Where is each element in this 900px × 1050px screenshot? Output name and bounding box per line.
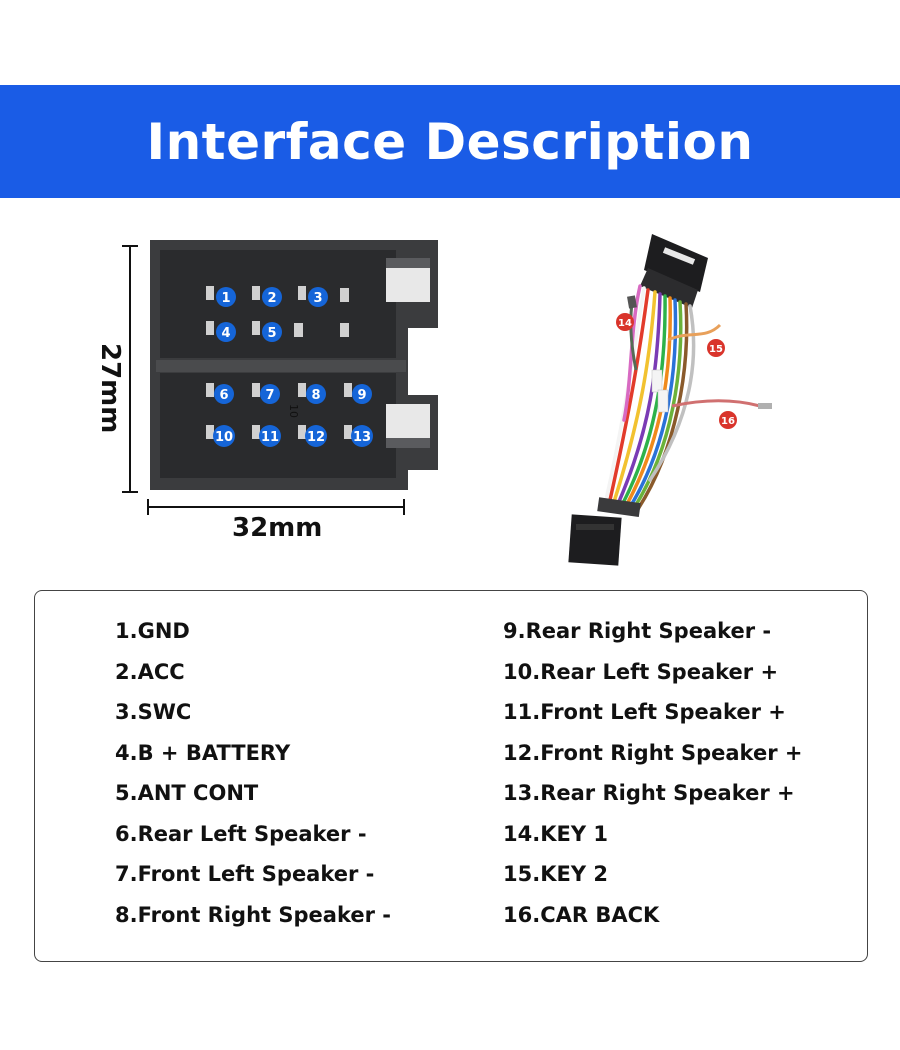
pinout-item: 6.Rear Left Speaker - xyxy=(115,821,367,846)
pin-12: 12 xyxy=(298,425,327,447)
pin-label: 10 xyxy=(215,430,233,445)
pinout-item: 2.ACC xyxy=(115,659,185,684)
pinout-item: 1.GND xyxy=(115,619,190,643)
diagram-svg: 1 2 3 4 5 xyxy=(122,234,772,566)
wire-tag-15: 15 xyxy=(707,339,725,357)
pin-label: 4 xyxy=(221,326,230,341)
pin-label: 3 xyxy=(313,291,322,306)
pinout-item: 5.ANT CONT xyxy=(115,781,259,805)
pin-8: 8 xyxy=(298,383,326,404)
wire-tag-16: 16 xyxy=(719,411,737,429)
pin-11: 11 xyxy=(252,425,281,447)
pin-label: 5 xyxy=(267,326,276,341)
pin-label: 1 xyxy=(221,291,230,306)
pin-2: 2 xyxy=(252,286,282,307)
pin-label: 9 xyxy=(357,388,366,403)
pin-9: 9 xyxy=(344,383,372,404)
harness-top-plug xyxy=(640,234,708,308)
wire-tag-label: 15 xyxy=(709,344,723,355)
pin-label: 11 xyxy=(261,430,279,445)
wire-tag-label: 16 xyxy=(721,416,735,427)
pinout-item: 7.Front Left Speaker - xyxy=(115,862,375,886)
pin-4: 4 xyxy=(206,321,236,342)
height-dimension-label: 27mm xyxy=(95,343,125,434)
pinout-list-box: 1.GND 2.ACC 3.SWC 4.B + BATTERY 5.ANT CO… xyxy=(34,590,868,962)
pinout-item: 9.Rear Right Speaker - xyxy=(503,619,772,643)
pin-label: 12 xyxy=(307,430,325,445)
pin-5: 5 xyxy=(252,321,282,342)
pinout-item: 11.Front Left Speaker + xyxy=(503,700,786,724)
pin-label: 8 xyxy=(311,388,320,403)
pinout-column-left: 1.GND 2.ACC 3.SWC 4.B + BATTERY 5.ANT CO… xyxy=(115,619,391,943)
pinout-item: 13.Rear Right Speaker + xyxy=(503,781,795,805)
pinout-item: 12.Front Right Speaker + xyxy=(503,740,803,765)
pin-label: 13 xyxy=(353,430,371,445)
pinout-item: 4.B + BATTERY xyxy=(115,740,291,765)
width-dimension-line xyxy=(147,499,405,515)
pinout-column-right: 9.Rear Right Speaker - 10.Rear Left Spea… xyxy=(503,619,802,943)
header-banner: Interface Description xyxy=(0,85,900,198)
wiring-harness: 14 15 16 xyxy=(568,234,772,566)
pinout-item: 14.KEY 1 xyxy=(503,821,608,846)
pin-3: 3 xyxy=(298,286,328,307)
wire-tag-label: 14 xyxy=(618,318,632,329)
harness-bottom-plug xyxy=(568,497,641,566)
width-dimension-label: 32mm xyxy=(232,513,323,543)
pin-10: 10 xyxy=(206,425,235,447)
pin-label: 6 xyxy=(219,388,228,403)
pin-1: 1 xyxy=(206,286,236,307)
page-title: Interface Description xyxy=(146,112,754,171)
connector-diagram: 1 2 3 4 5 xyxy=(0,220,900,590)
pin-badges: 1 2 3 4 5 xyxy=(206,286,373,447)
pin-7: 7 xyxy=(252,383,280,404)
wire-tag-14: 14 xyxy=(616,313,634,331)
pinout-item: 8.Front Right Speaker - xyxy=(115,902,391,927)
car-back-wire xyxy=(671,399,761,408)
pin-label: 7 xyxy=(265,388,274,403)
height-dimension-line xyxy=(122,245,138,493)
pinout-item: 16.CAR BACK xyxy=(503,902,660,927)
key2-wire xyxy=(667,323,722,342)
pinout-item: 10.Rear Left Speaker + xyxy=(503,659,779,684)
connector-housing xyxy=(150,240,438,490)
pin-label: 2 xyxy=(267,291,276,306)
pin-13: 13 xyxy=(344,425,373,447)
pinout-item: 15.KEY 2 xyxy=(503,862,608,886)
pin-6: 6 xyxy=(206,383,234,404)
pinout-item: 3.SWC xyxy=(115,700,192,724)
molded-number: 10 xyxy=(287,404,300,418)
